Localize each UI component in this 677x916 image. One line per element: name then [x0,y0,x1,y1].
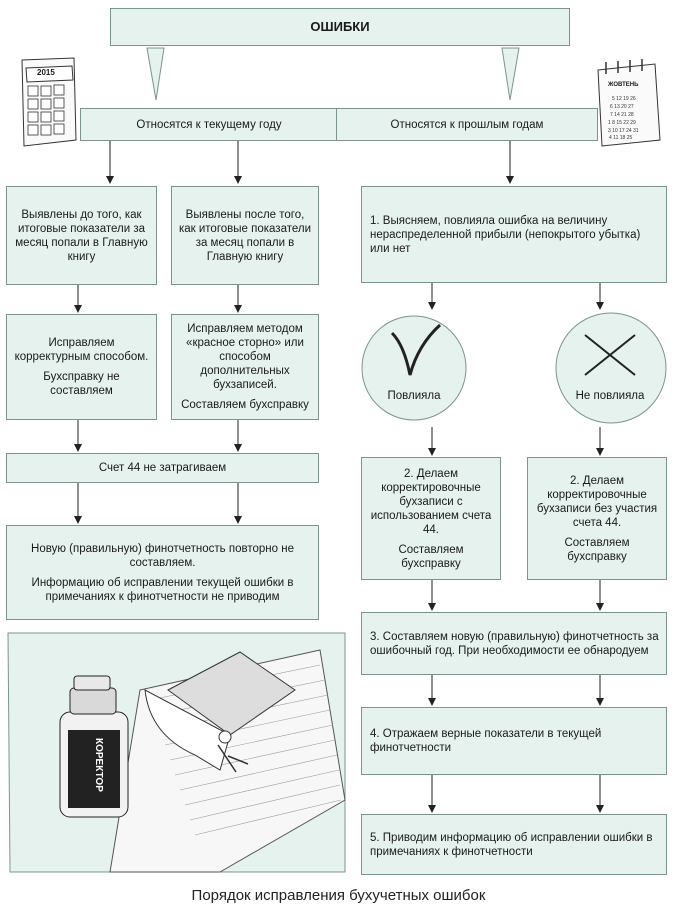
branch-past-years: Относятся к прошлым годам [336,108,598,141]
figure-caption: Порядок исправления бухучетных ошибок [191,887,486,904]
calendar-year-label: 2015 [37,68,55,77]
right-step-2b: 2. Делаем корректировочные бухзаписи без… [527,457,667,580]
left-account-44: Счет 44 не затрагиваем [6,453,319,483]
right-step-4: 4. Отражаем верные показатели в текущей … [361,707,667,775]
errors-title: ОШИБКИ [110,8,570,46]
decision-no-label: Не повлияла [575,390,645,402]
right-step-2a: 2. Делаем корректировочные бухзаписи с и… [361,457,501,580]
decision-yes-circle [361,315,467,421]
right-step-3: 3. Составляем новую (правильную) финотче… [361,612,667,675]
svg-text:7 14 21 28: 7 14 21 28 [610,112,634,118]
decision-yes-label: Повлияла [387,390,441,402]
left-detected-after: Выявлены после того, как итоговые показа… [171,186,319,285]
calendar-october-icon: 5 12 19 26 6 13 20 27 7 14 21 28 1 8 15 … [597,59,661,147]
left-storno-method: Исправляем методом «красное сторно» или … [171,314,319,420]
svg-text:1 8 15 22 29: 1 8 15 22 29 [608,120,636,126]
svg-text:5 12 19 26: 5 12 19 26 [612,96,636,102]
calendar-2015-icon [21,57,77,147]
corrector-label: КОРЕКТОР [93,738,104,792]
calendar-month-label: ЖОВТЕНЬ [608,82,639,88]
left-correction-method: Исправляем корректурным способом. Бухспр… [6,314,157,420]
corrector-illustration [7,632,346,873]
left-detected-before: Выявлены до того, как итоговые показател… [6,186,157,285]
branch-current-year: Относятся к текущему году [80,108,338,141]
svg-text:6 13 20 27: 6 13 20 27 [610,104,634,110]
right-step-5: 5. Приводим информацию об исправлении ош… [361,814,667,875]
svg-text:4 11 18 25: 4 11 18 25 [609,135,632,141]
left-final-statement: Новую (правильную) финотчетность повторн… [6,525,319,620]
decision-no-circle [555,312,667,424]
svg-text:3 10 17 24 31: 3 10 17 24 31 [608,128,639,134]
right-step-1: 1. Выясняем, повлияла ошибка на величину… [361,186,667,283]
